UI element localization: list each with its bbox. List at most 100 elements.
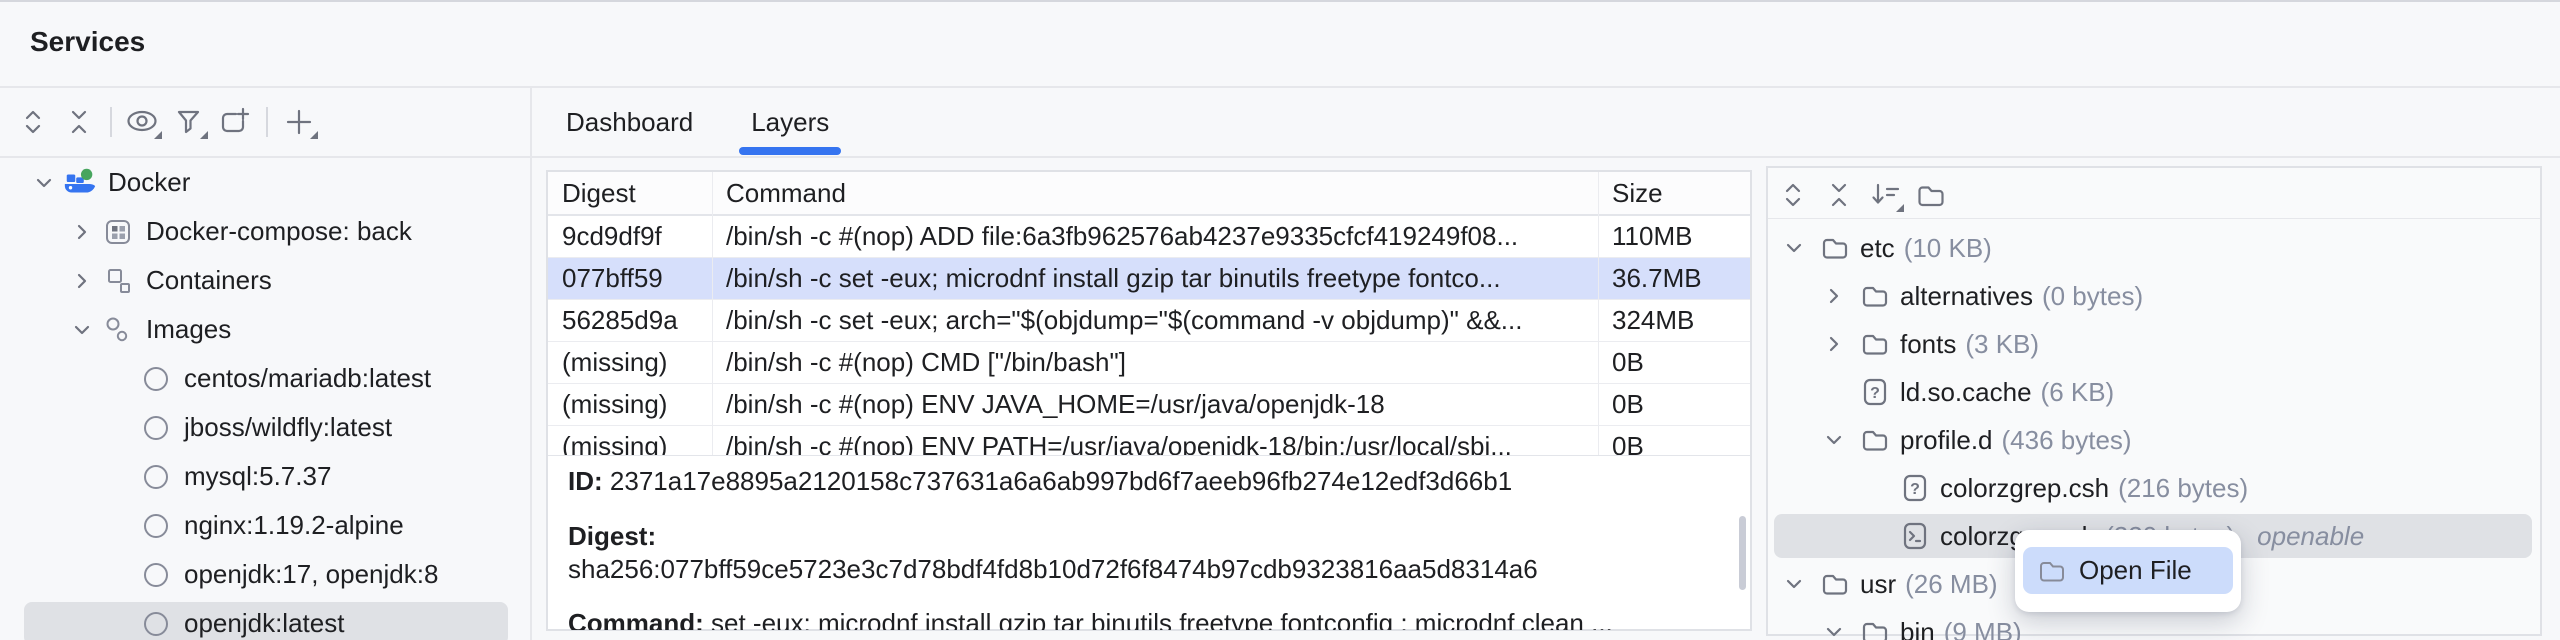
filter-button[interactable] [166, 100, 212, 144]
window-top-edge [0, 0, 2560, 2]
chevron-down-icon[interactable] [1780, 574, 1808, 594]
layer-id-line: ID: 2371a17e8895a2120158c737631a6a6ab997… [568, 466, 1730, 497]
collapse-all-button[interactable] [56, 100, 102, 144]
column-divider[interactable] [712, 172, 713, 455]
chevron-down-icon[interactable] [1820, 430, 1848, 450]
file-tree-row[interactable]: etc (10 KB) [1768, 224, 2538, 272]
file-tree-row[interactable]: bin (9 MB) [1768, 608, 2538, 640]
unknown-file-icon: ? [1860, 378, 1890, 406]
file-size: (436 bytes) [2001, 424, 2132, 455]
folder-icon [1820, 572, 1850, 596]
tree-node-docker-compose[interactable]: Docker-compose: back [0, 207, 530, 256]
column-divider[interactable] [1598, 172, 1599, 455]
table-row-selected[interactable]: 077bff59 /bin/sh -c set -eux; microdnf i… [548, 258, 1750, 300]
chevron-right-icon[interactable] [68, 271, 96, 291]
containers-icon [100, 266, 136, 296]
command-label: Command: [568, 608, 704, 630]
chevron-right-icon[interactable] [1820, 334, 1848, 354]
dropdown-arrow-icon [1896, 204, 1904, 212]
tree-node-image[interactable]: jboss/wildfly:latest [0, 403, 530, 452]
dropdown-arrow-icon [310, 131, 318, 139]
dropdown-arrow-icon [154, 131, 162, 139]
file-size: (10 KB) [1903, 232, 1992, 263]
add-service-button[interactable] [276, 100, 322, 144]
column-header-size[interactable]: Size [1612, 177, 1663, 208]
expand-all-button[interactable] [1770, 173, 1816, 217]
tree-node-image[interactable]: nginx:1.19.2-alpine [0, 501, 530, 550]
context-menu: Open File [2015, 530, 2241, 612]
layers-panel: Digest Command Size 9cd9df9f /bin/sh -c … [546, 170, 1752, 631]
chevron-right-icon[interactable] [68, 222, 96, 242]
chevron-down-icon[interactable] [68, 320, 96, 340]
table-row[interactable]: 56285d9a /bin/sh -c set -eux; arch="$(ob… [548, 300, 1750, 342]
tree-node-containers[interactable]: Containers [0, 256, 530, 305]
file-tree-row[interactable]: alternatives (0 bytes) [1768, 272, 2538, 320]
tree-node-label: openjdk:latest [184, 608, 345, 638]
new-tab-icon [221, 107, 250, 133]
chevron-down-icon[interactable] [1820, 622, 1848, 640]
file-tree-row[interactable]: profile.d (436 bytes) [1768, 416, 2538, 464]
file-size: (3 KB) [1965, 328, 2040, 359]
id-value: 2371a17e8895a2120158c737631a6a6ab997bd6f… [609, 466, 1513, 496]
tree-node-image[interactable]: centos/mariadb:latest [0, 354, 530, 403]
sort-button[interactable] [1862, 173, 1908, 217]
open-in-new-tab-button[interactable] [212, 100, 258, 144]
cell-size: 324MB [1612, 305, 1695, 335]
cell-command: /bin/sh -c set -eux; microdnf install gz… [726, 263, 1501, 293]
file-tree-row[interactable]: usr (26 MB) [1768, 560, 2538, 608]
tab-layers[interactable]: Layers [739, 88, 842, 156]
file-name: profile.d [1900, 424, 1993, 455]
tree-node-docker[interactable]: Docker [0, 158, 530, 207]
cell-digest: (missing) [562, 431, 668, 455]
expand-all-button[interactable] [10, 100, 56, 144]
left-panel-divider[interactable] [530, 88, 532, 640]
chevron-right-icon[interactable] [1820, 286, 1848, 306]
file-name: ld.so.cache [1900, 376, 2032, 407]
image-circle-icon [138, 414, 174, 442]
details-scrollbar[interactable] [1739, 516, 1746, 590]
menu-item-open-file[interactable]: Open File [2023, 547, 2233, 594]
show-directories-button[interactable] [1908, 173, 1954, 217]
folder-icon [1820, 236, 1850, 260]
chevron-down-icon[interactable] [1780, 238, 1808, 258]
unknown-file-icon: ? [1900, 474, 1930, 502]
tree-node-label: Images [146, 314, 232, 344]
table-row[interactable]: (missing) /bin/sh -c #(nop) ENV JAVA_HOM… [548, 384, 1750, 426]
openable-badge: openable [2257, 520, 2365, 551]
svg-text:?: ? [1910, 481, 1920, 498]
file-name: usr [1860, 568, 1897, 599]
table-row[interactable]: (missing) /bin/sh -c #(nop) CMD ["/bin/b… [548, 342, 1750, 384]
view-options-button[interactable] [120, 100, 166, 144]
collapse-all-button[interactable] [1816, 173, 1862, 217]
toolbar-separator [110, 107, 112, 137]
plus-icon [286, 109, 312, 135]
collapse-all-icon [1831, 183, 1847, 207]
tree-node-image[interactable]: mysql:5.7.37 [0, 452, 530, 501]
column-header-digest[interactable]: Digest [562, 177, 636, 208]
column-header-command[interactable]: Command [726, 177, 846, 208]
filter-icon [177, 110, 200, 134]
tree-node-label: nginx:1.19.2-alpine [184, 510, 404, 540]
tree-node-images[interactable]: Images [0, 305, 530, 354]
folder-icon [1918, 186, 1944, 207]
docker-whale-icon [62, 166, 98, 200]
file-tree-row[interactable]: ? ld.so.cache (6 KB) [1768, 368, 2538, 416]
images-icon [100, 315, 136, 345]
cell-command: /bin/sh -c #(nop) ENV PATH=/usr/java/ope… [726, 431, 1512, 455]
tab-dashboard[interactable]: Dashboard [566, 88, 693, 156]
tree-node-image-selected[interactable]: openjdk:latest [0, 599, 530, 640]
expand-all-icon [1785, 183, 1801, 207]
file-size: (6 KB) [2040, 376, 2115, 407]
collapse-all-icon [71, 110, 87, 134]
table-row[interactable]: 9cd9df9f /bin/sh -c #(nop) ADD file:6a3f… [548, 216, 1750, 258]
cell-digest: 077bff59 [562, 263, 663, 293]
cell-digest: (missing) [562, 389, 668, 419]
file-name: fonts [1900, 328, 1957, 359]
chevron-down-icon[interactable] [30, 173, 58, 193]
files-toolbar-divider [1768, 218, 2540, 219]
tree-node-image[interactable]: openjdk:17, openjdk:8 [0, 550, 530, 599]
file-tree-row[interactable]: fonts (3 KB) [1768, 320, 2538, 368]
file-tree-row[interactable]: ? colorzgrep.csh (216 bytes) [1768, 464, 2538, 512]
table-row[interactable]: (missing) /bin/sh -c #(nop) ENV PATH=/us… [548, 426, 1750, 455]
docker-compose-icon [100, 216, 136, 248]
